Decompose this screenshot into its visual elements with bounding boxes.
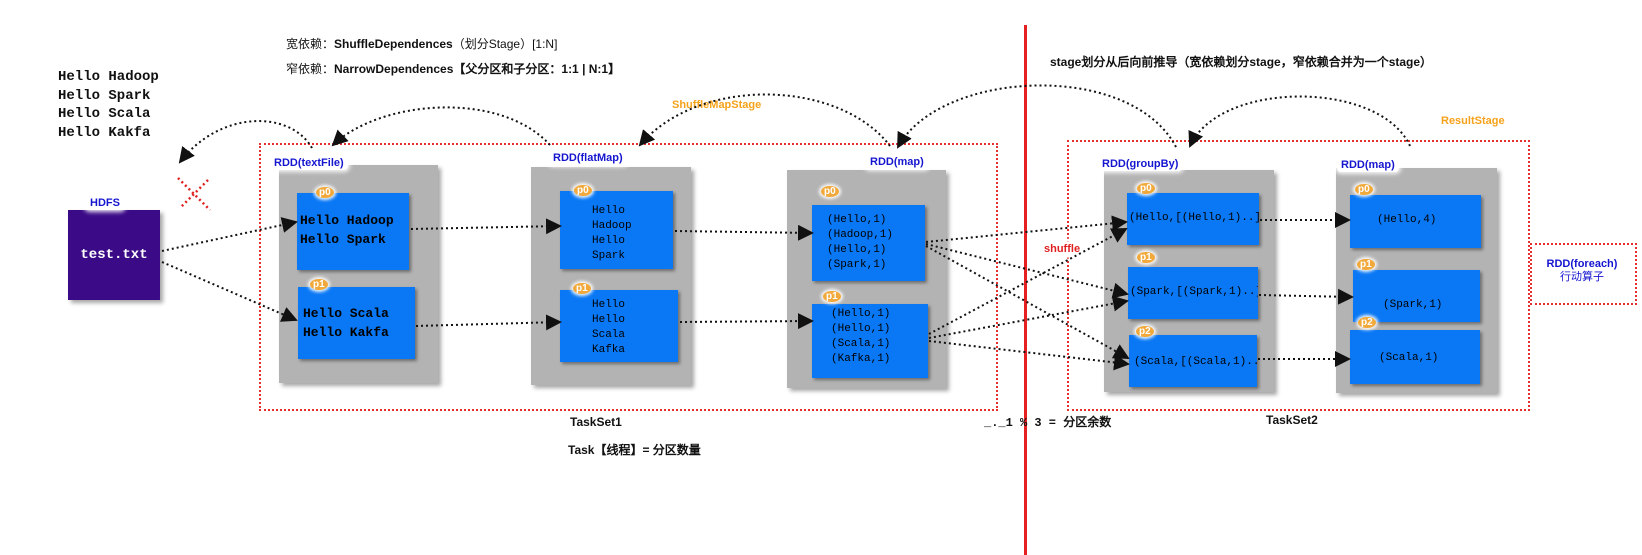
partition-box: (Hello,4) — [1350, 195, 1481, 248]
arrow-shuffle — [925, 215, 1128, 243]
rdd-foreach-label: RDD(foreach) — [1546, 258, 1618, 270]
arrow-shuffle — [925, 243, 1129, 299]
partition-label: p0 — [821, 186, 839, 197]
partition-box: Hello Scala Hello Kakfa — [298, 287, 415, 359]
taskset2-label: TaskSet2 — [1266, 413, 1318, 427]
input-line: Hello Scala — [58, 106, 151, 122]
arrow-dependency-back — [178, 120, 313, 164]
wide-dependency-note: 宽依赖：ShuffleDependences（划分Stage）[1:N] — [286, 37, 558, 51]
rdd-flatmap-label: RDD(flatMap) — [549, 151, 627, 165]
stage-divider-line — [1024, 25, 1027, 555]
arrow-hdfs-to-p1 — [161, 261, 298, 322]
partition-label: p1 — [310, 279, 328, 290]
partition-label: p1 — [1357, 259, 1375, 270]
taskset1-label: TaskSet1 — [570, 415, 622, 429]
rdd-foreach: RDD(foreach) 行动算子 — [1532, 258, 1632, 284]
partition-box: Hello Hello Scala Kafka — [560, 290, 678, 362]
arrow-shuffle — [928, 340, 1130, 371]
partition-box: (Hello,1) (Hello,1) (Scala,1) (Kafka,1) — [812, 304, 928, 378]
shuffle-label: shuffle — [1040, 242, 1085, 256]
partition-label: p0 — [316, 187, 334, 198]
rdd-map-label: RDD(map) — [1337, 158, 1399, 172]
partition-label: p2 — [1358, 317, 1376, 328]
arrow-textfile-to-flatmap-p0 — [410, 218, 562, 235]
arrow-dependency-back — [1188, 95, 1411, 148]
input-lines: Hello Hadoop Hello Spark Hello Scala Hel… — [58, 68, 159, 142]
arrow-shuffle — [928, 228, 1128, 335]
partition-box: (Hello,[(Hello,1)..]) — [1127, 193, 1259, 245]
partition-label: p1 — [573, 283, 591, 294]
rdd-foreach-sub: 行动算子 — [1560, 271, 1604, 283]
partition-label: p1 — [1137, 252, 1155, 263]
partition-label: p0 — [574, 185, 592, 196]
task-note: Task【线程】= 分区数量 — [568, 443, 701, 457]
partition-label: p0 — [1137, 183, 1155, 194]
foreach-box — [1530, 243, 1637, 305]
arrow-dependency-back — [897, 84, 1177, 149]
arrow-flatmap-to-map-p1 — [679, 313, 814, 330]
input-line: Hello Kakfa — [58, 124, 151, 141]
arrow-groupby-to-map-p1 — [1258, 288, 1354, 305]
arrow-dependency-back — [331, 106, 551, 147]
partition-box: (Scala,1) — [1350, 330, 1480, 384]
partition-box: (Hello,1) (Hadoop,1) (Hello,1) (Spark,1) — [812, 205, 925, 281]
rdd-textfile-label: RDD(textFile) — [270, 156, 348, 170]
rdd-groupby-label: RDD(groupBy) — [1098, 157, 1183, 171]
narrow-dependency-note: 窄依赖：NarrowDependences【父分区和子分区：1:1 | N:1】 — [286, 62, 621, 76]
partition-label: p0 — [1355, 184, 1373, 195]
arrow-textfile-to-flatmap-p1 — [415, 314, 562, 331]
arrow-flatmap-to-map-p0 — [674, 224, 814, 241]
partition-box: Hello Hadoop Hello Spark — [560, 191, 673, 269]
arrow-dependency-back — [638, 93, 891, 147]
result-stage-label: ResultStage — [1437, 114, 1509, 128]
hdfs-label: HDFS — [86, 196, 124, 210]
arrow-shuffle — [928, 295, 1129, 339]
partition-label: p1 — [823, 291, 841, 302]
input-line: Hello Spark — [58, 87, 151, 104]
arrow-shuffle — [925, 245, 1130, 359]
partition-box: (Spark,1) — [1353, 270, 1480, 322]
arrow-hdfs-to-p0 — [161, 217, 298, 252]
result-stage-box — [1067, 140, 1530, 411]
hdfs-file-box: test.txt — [68, 210, 160, 300]
partition-box: (Scala,[(Scala,1)..]) — [1129, 335, 1257, 387]
partition-formula: _._1 % 3 = 分区余数 — [984, 416, 1112, 430]
rdd-map-label: RDD(map) — [866, 155, 928, 169]
cross-icon — [177, 177, 211, 211]
shuffle-map-stage-box — [259, 143, 998, 411]
partition-box: (Spark,[(Spark,1)..]) — [1128, 267, 1258, 319]
shuffle-map-stage-label: ShuffleMapStage — [668, 98, 766, 112]
input-line: Hello Hadoop — [58, 69, 159, 85]
partition-box: Hello Hadoop Hello Spark — [297, 193, 409, 270]
partition-label: p2 — [1136, 326, 1154, 337]
stage-division-note: stage划分从后向前推导（宽依赖划分stage，窄依赖合并为一个stage） — [1050, 55, 1433, 69]
